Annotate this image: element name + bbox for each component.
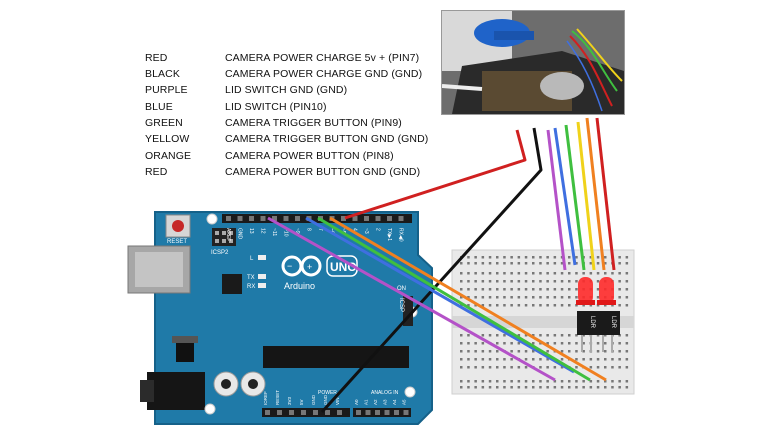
- power-analog-pin-labels: IOREF RESET 3V3 5V GND GND VIN A0 A1 A2 A3 A4 A5: [263, 390, 409, 415]
- legend-description: CAMERA TRIGGER BUTTON GND (GND): [225, 133, 429, 145]
- pin-label: ~9: [294, 228, 300, 234]
- pin-label: A1: [364, 399, 369, 405]
- legend-description: CAMERA POWER CHARGE 5v + (PIN7): [225, 52, 420, 64]
- pin-label: GND: [311, 394, 316, 405]
- orange-wire-pin8: [329, 216, 607, 382]
- ldr-label: LDR: [589, 316, 595, 329]
- pin-label: 2: [375, 228, 381, 231]
- pin-label: GND: [237, 228, 243, 240]
- legend-color: PURPLE: [145, 84, 188, 96]
- legend-description: CAMERA POWER CHARGE GND (GND): [225, 68, 423, 80]
- on-led-label: ON: [397, 286, 406, 292]
- pin-label: ~3: [363, 228, 369, 234]
- pin-label: A0: [354, 399, 359, 405]
- pin-label: A5: [402, 399, 407, 405]
- pin-label: 12: [260, 228, 266, 234]
- legend-description: LID SWITCH GND (GND): [225, 84, 348, 96]
- green-wire-vertical: [564, 124, 586, 271]
- wires: [267, 117, 616, 414]
- pin-label: VIN: [335, 397, 340, 405]
- red-led: [597, 277, 616, 305]
- arduino-uno-board: RESET ICSP2 L TX RX − + Arduino UNO ON: [127, 211, 433, 425]
- pin-label: ~11: [271, 228, 277, 236]
- reset-label: RESET: [167, 239, 187, 245]
- red-wire-vertical: [595, 117, 616, 271]
- pin-label: A4: [392, 399, 397, 405]
- icsp-label: ICSP: [398, 298, 404, 312]
- pin-label: RX◀0: [398, 228, 404, 242]
- ldr-label: LDR: [610, 316, 616, 329]
- camera-photo-illustration: [442, 11, 624, 114]
- l-led-label: L: [250, 256, 254, 262]
- svg-text:−: −: [287, 261, 292, 271]
- camera-wiring-photo: [441, 10, 625, 115]
- pin-label: 7: [317, 228, 323, 231]
- green-wire-pin9: [317, 216, 591, 382]
- red-led: [576, 277, 595, 305]
- legend-color: ORANGE: [145, 150, 192, 162]
- pin-label: RESET: [275, 390, 280, 405]
- legend-color: GREEN: [145, 117, 183, 129]
- arduino-infinity-logo: [281, 255, 322, 277]
- pin-label: 13: [248, 228, 254, 234]
- purple-wire-gnd: [267, 216, 556, 382]
- legend-color: RED: [145, 166, 168, 178]
- red-wire-pin7: [344, 129, 527, 220]
- legend-color: YELLOW: [145, 133, 190, 145]
- rx-led-label: RX: [247, 284, 255, 290]
- atmega-microcontroller: [263, 346, 409, 368]
- icsp-header: [403, 296, 413, 326]
- pin-label: 3V3: [287, 396, 292, 405]
- pin-label: A2: [373, 399, 378, 405]
- pin-label: 8: [306, 228, 312, 231]
- legend-color: RED: [145, 52, 168, 64]
- pin-label: TX▶1: [386, 228, 392, 241]
- icsp2-label: ICSP2: [211, 250, 229, 256]
- legend-description: CAMERA POWER BUTTON (PIN8): [225, 150, 394, 162]
- usb-chip: [222, 274, 242, 294]
- pin-label: IOREF: [263, 391, 268, 405]
- pin-label: 4: [352, 228, 358, 231]
- icsp2-header: [212, 228, 236, 246]
- legend-color: BLACK: [145, 68, 180, 80]
- orange-wire-vertical: [585, 117, 606, 271]
- pin-label: AREF: [225, 228, 231, 241]
- pin-label: A3: [383, 399, 388, 405]
- digital-header: [222, 214, 412, 223]
- black-wire-gnd: [320, 127, 543, 414]
- power-label: POWER: [318, 390, 337, 396]
- wire-color-legend: RED CAMERA POWER CHARGE 5v + (PIN7) BLACK…: [0, 0, 768, 200]
- legend-description: CAMERA TRIGGER BUTTON (PIN9): [225, 117, 402, 129]
- ldr-sensor: LDR: [577, 311, 599, 335]
- analog-label: ANALOG IN: [371, 390, 399, 396]
- purple-wire-vertical: [546, 129, 567, 271]
- svg-text:+: +: [307, 262, 312, 272]
- legend-description: CAMERA POWER BUTTON GND (GND): [225, 166, 421, 178]
- pin-label: GND: [323, 394, 328, 405]
- analog-header: [353, 408, 411, 417]
- legend-color: BLUE: [145, 101, 173, 113]
- yellow-wire-vertical: [576, 121, 596, 271]
- legend-description: LID SWITCH (PIN10): [225, 101, 327, 113]
- blue-wire-pin10: [305, 216, 575, 374]
- pin-label: 5V: [299, 399, 304, 405]
- pin-label: ~10: [283, 228, 289, 237]
- arduino-brand-label: Arduino: [284, 281, 315, 291]
- dc-power-jack: [147, 372, 205, 410]
- voltage-regulator: [176, 342, 194, 362]
- pin-label: ~5: [340, 228, 346, 234]
- tx-led-label: TX: [247, 275, 255, 281]
- ldr-sensor: LDR: [598, 311, 620, 335]
- blue-wire-vertical: [553, 127, 577, 266]
